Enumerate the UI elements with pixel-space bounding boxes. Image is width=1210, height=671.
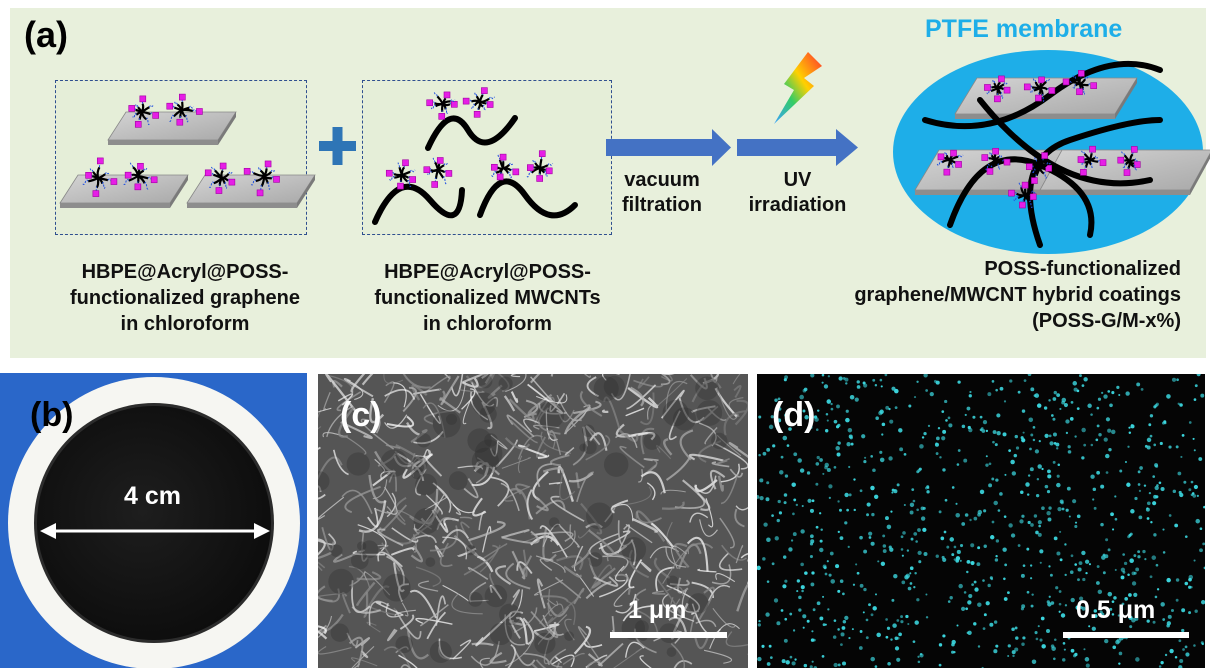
panel-b-photo bbox=[0, 373, 307, 668]
step1-line-2: filtration bbox=[622, 194, 702, 216]
panel-a-label: (a) bbox=[24, 14, 68, 55]
graphene-caption-line-1: HBPE@Acryl@POSS- bbox=[81, 261, 289, 283]
mwcnt-caption-line-1: HBPE@Acryl@POSS- bbox=[384, 261, 591, 283]
panel-b-label: (b) bbox=[30, 396, 74, 434]
uv-irradiation-label: UV irradiation bbox=[735, 168, 860, 218]
graphene-caption-line-2: functionalized graphene bbox=[69, 287, 301, 309]
scale-label-c: 1 μm bbox=[628, 596, 687, 624]
plus-icon bbox=[319, 127, 356, 165]
panel-d-eds-map bbox=[757, 374, 1205, 668]
mwcnt-caption: HBPE@Acryl@POSS- functionalized MWCNTs i… bbox=[345, 259, 630, 337]
arrow-right-icon bbox=[606, 129, 731, 166]
panel-d-label: (d) bbox=[772, 396, 816, 434]
product-caption: POSS-functionalized graphene/MWCNT hybri… bbox=[850, 256, 1205, 334]
product-caption-line-3: (POSS-G/M-x%) bbox=[1032, 310, 1181, 332]
scale-label-d: 0.5 μm bbox=[1076, 596, 1156, 624]
panel-c-label: (c) bbox=[340, 396, 382, 434]
graphene-caption: HBPE@Acryl@POSS- functionalized graphene… bbox=[40, 259, 330, 337]
product-caption-line-1: POSS-functionalized bbox=[984, 258, 1181, 280]
graphene-caption-line-3: in chloroform bbox=[120, 313, 250, 335]
mwcnt-caption-line-3: in chloroform bbox=[423, 313, 552, 335]
arrow-right-icon-uv bbox=[737, 129, 858, 166]
product-caption-line-2: graphene/MWCNT hybrid coatings bbox=[854, 284, 1181, 306]
lightning-icon bbox=[774, 52, 822, 124]
scale-bar-d bbox=[1063, 632, 1189, 638]
panel-c-sem-image bbox=[318, 374, 748, 668]
diameter-label: 4 cm bbox=[124, 482, 181, 510]
membrane-title: PTFE membrane bbox=[925, 15, 1123, 43]
step1-line-1: vacuum bbox=[624, 169, 700, 191]
step2-line-2: irradiation bbox=[748, 194, 847, 216]
graphene-dispersion-box bbox=[55, 80, 307, 235]
vacuum-filtration-label: vacuum filtration bbox=[612, 168, 712, 218]
scale-bar-c bbox=[610, 632, 727, 638]
mwcnt-caption-line-2: functionalized MWCNTs bbox=[374, 287, 601, 309]
step2-line-1: UV bbox=[783, 169, 812, 191]
